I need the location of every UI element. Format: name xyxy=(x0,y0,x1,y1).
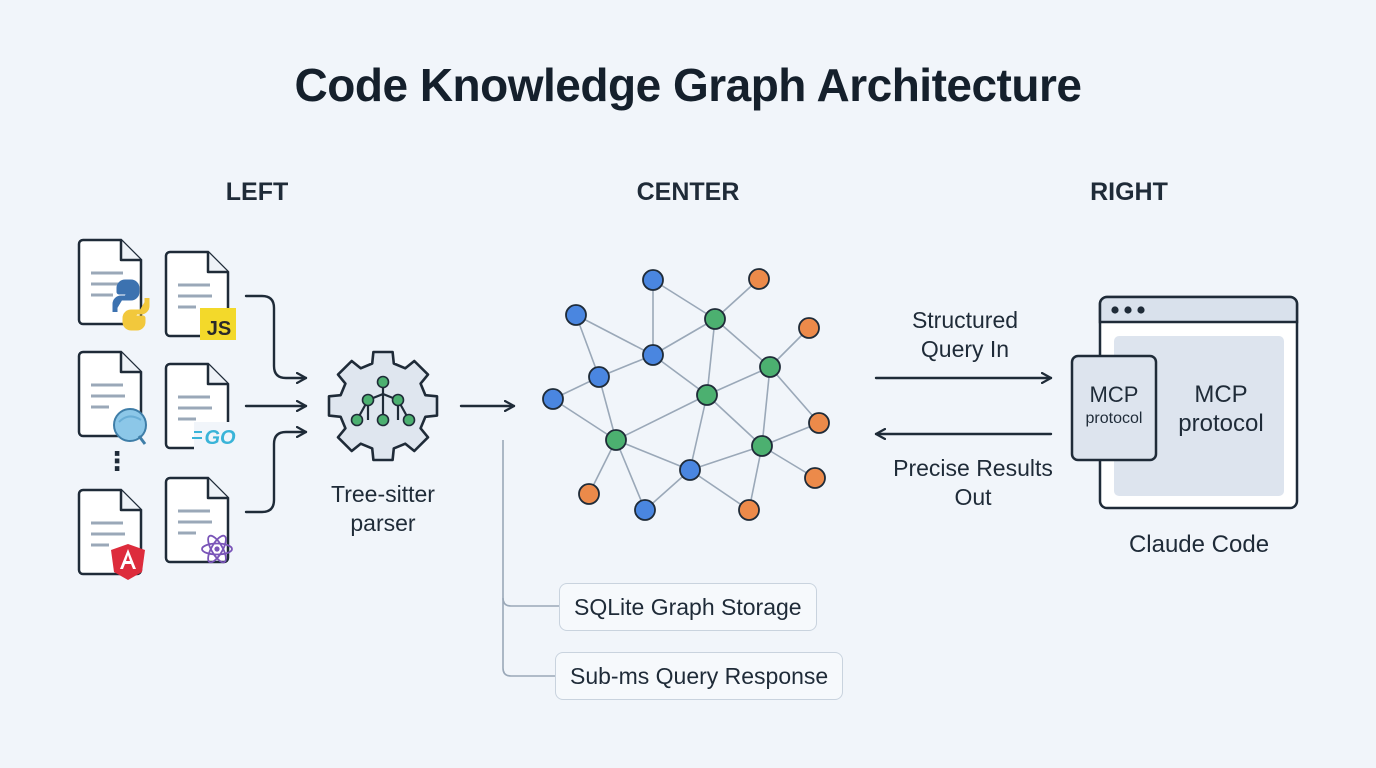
section-label-right: RIGHT xyxy=(1090,178,1168,206)
python-file-icon xyxy=(77,238,150,331)
graph-edge xyxy=(615,439,646,511)
mcp-protocol-large-label: MCP protocol xyxy=(1156,380,1286,438)
mcp-protocol-small-box xyxy=(1070,354,1158,462)
angular-file-icon xyxy=(77,488,145,580)
graph-edge xyxy=(706,394,763,447)
sqlite-graph-storage-box: SQLite Graph Storage xyxy=(559,583,817,631)
react-file-icon xyxy=(164,476,233,564)
graph-node-orange xyxy=(798,317,820,339)
graph-edge xyxy=(706,318,716,396)
file-to-parser-connectors xyxy=(244,294,308,514)
graph-edge xyxy=(652,354,708,396)
graph-edge xyxy=(615,439,691,471)
graph-node-green xyxy=(759,356,781,378)
c-language-icon xyxy=(113,408,147,445)
graph-edge xyxy=(552,398,617,441)
more-files-ellipsis: ⋮ xyxy=(104,446,130,476)
graph-edge xyxy=(761,366,771,447)
javascript-icon xyxy=(200,308,236,340)
graph-edge xyxy=(575,314,654,356)
graph-node-blue xyxy=(679,459,701,481)
graph-node-blue xyxy=(542,388,564,410)
parser-label-line2: parser xyxy=(350,510,416,536)
precise-results-out-label: Precise Results Out xyxy=(872,454,1074,512)
claude-code-label: Claude Code xyxy=(1128,531,1270,558)
graph-edge xyxy=(652,318,716,356)
structured-query-in-label: Structured Query In xyxy=(870,306,1060,364)
sub-ms-query-response-box: Sub-ms Query Response xyxy=(555,652,844,700)
graph-node-blue xyxy=(642,344,664,366)
graph-node-blue xyxy=(642,269,664,291)
graph-node-blue xyxy=(634,499,656,521)
react-icon xyxy=(201,534,233,564)
javascript-file-icon: JS xyxy=(164,250,236,340)
section-label-center: CENTER xyxy=(636,178,740,206)
mcp-protocol-small-label: MCP protocol xyxy=(1072,382,1156,430)
mcp-small-line1: MCP xyxy=(1089,382,1139,407)
mcp-large-line2: protocol xyxy=(1178,410,1264,437)
graph-edge xyxy=(689,394,708,471)
window-controls-icon xyxy=(1111,306,1145,314)
go-icon: GO xyxy=(192,422,240,450)
graph-edge xyxy=(689,445,763,471)
graph-node-green xyxy=(704,308,726,330)
request-response-arrows xyxy=(874,378,1053,434)
tree-sitter-parser-icon xyxy=(327,350,439,462)
query-in-line1: Structured xyxy=(911,307,1019,333)
graph-edge xyxy=(689,469,750,511)
knowledge-graph xyxy=(542,268,830,521)
graph-node-blue xyxy=(588,366,610,388)
results-out-line1: Precise Results xyxy=(893,455,1053,481)
graph-edge xyxy=(615,394,708,441)
graph-edge xyxy=(575,314,600,378)
mcp-large-line1: MCP xyxy=(1194,381,1248,408)
angular-icon xyxy=(111,544,145,580)
graph-node-green xyxy=(605,429,627,451)
graph-node-orange xyxy=(578,483,600,505)
go-file-icon: GO xyxy=(164,362,240,450)
storage-leader-lines xyxy=(502,440,559,677)
page-title: Code Knowledge Graph Architecture xyxy=(294,59,1082,111)
go-badge-text: GO xyxy=(204,427,236,449)
graph-node-green xyxy=(751,435,773,457)
section-label-left: LEFT xyxy=(225,178,289,206)
parser-label-line1: Tree-sitter xyxy=(331,481,435,507)
graph-node-orange xyxy=(738,499,760,521)
python-icon xyxy=(112,279,150,331)
parser-label: Tree-sitter parser xyxy=(303,480,463,538)
graph-node-orange xyxy=(808,412,830,434)
graph-edge xyxy=(714,318,771,368)
graph-node-orange xyxy=(804,467,826,489)
javascript-badge-text: JS xyxy=(207,318,231,340)
mcp-small-line2: protocol xyxy=(1085,410,1143,427)
graph-node-green xyxy=(696,384,718,406)
graph-edge xyxy=(652,279,716,320)
graph-edge xyxy=(706,366,771,396)
c-file-icon xyxy=(77,350,147,445)
graph-node-blue xyxy=(565,304,587,326)
graph-node-orange xyxy=(748,268,770,290)
query-in-line2: Query In xyxy=(920,336,1010,362)
results-out-line2: Out xyxy=(954,484,992,510)
graph-edge xyxy=(769,366,820,424)
